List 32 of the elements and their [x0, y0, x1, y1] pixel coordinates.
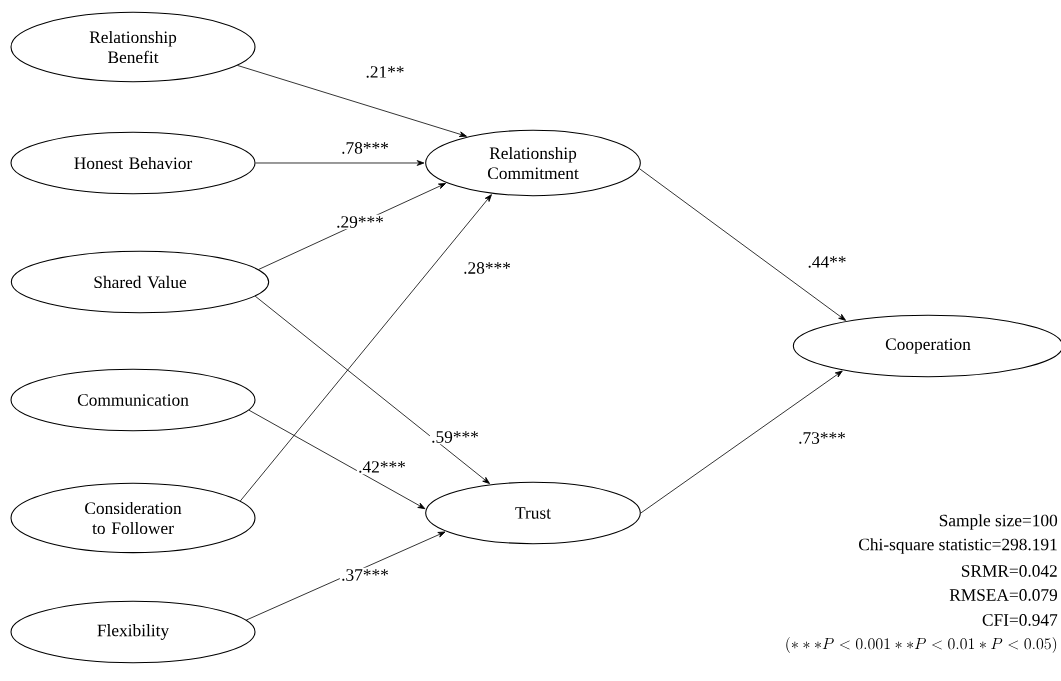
edge-label: .44**	[806, 254, 848, 270]
ellipse-node: Shared Value	[10, 250, 270, 314]
statistic-note: Sample size=100	[939, 514, 1058, 530]
arrow	[258, 183, 447, 270]
ellipse-node: Relationship Commitment	[425, 129, 641, 197]
edge-label: .73***	[796, 430, 848, 446]
arrow	[237, 65, 467, 137]
statistic-note: $(***P<0.001**P<0.01*P<0.05)$	[786, 637, 1057, 653]
edge-label: .78***	[339, 140, 391, 156]
arrow	[638, 168, 846, 321]
ellipse-node: Honest Behavior	[10, 131, 256, 195]
arrow	[248, 409, 426, 510]
edge-label: .21**	[364, 64, 406, 80]
arrow	[239, 194, 492, 502]
arrow	[254, 295, 490, 484]
edge-label: .37***	[339, 567, 391, 583]
statistic-note: SRMR=0.042	[961, 565, 1057, 577]
ellipse-node: Consideration to Follower	[10, 482, 256, 554]
ellipse-node: Relationship Benefit	[10, 11, 256, 83]
edge-label: .29***	[334, 214, 386, 230]
ellipse-node: Flexibility	[10, 600, 256, 664]
statistic-note: Chi-square statistic=298.191	[859, 538, 1057, 554]
ellipse-node: Trust	[425, 481, 641, 545]
ellipse-node: Communication	[10, 368, 256, 432]
arrow	[640, 370, 843, 514]
edge-label: .42***	[356, 459, 408, 475]
edge-label: .59***	[429, 429, 481, 445]
statistic-note: RMSEA=0.079	[949, 589, 1057, 601]
arrow	[255, 160, 425, 166]
edge-label: .28***	[461, 260, 513, 276]
statistic-note: CFI=0.947	[982, 614, 1058, 626]
arrow	[245, 531, 446, 621]
